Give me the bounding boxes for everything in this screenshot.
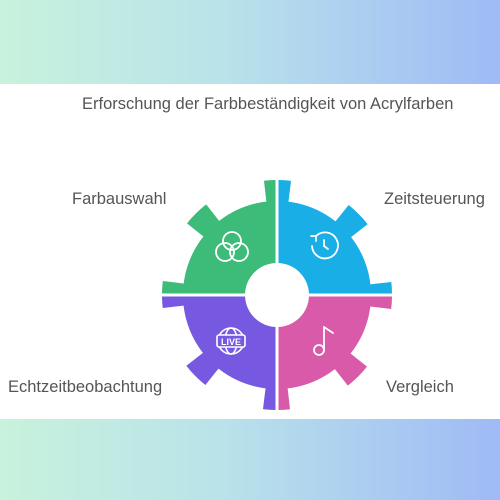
- diagram-title: Erforschung der Farbbeständigkeit von Ac…: [82, 95, 454, 113]
- gear-segment-echtzeitbeobachtung: [162, 295, 277, 410]
- top-gradient-band: [0, 0, 500, 84]
- label-farbauswahl: Farbauswahl: [72, 190, 167, 208]
- gear-segment-farbauswahl: [162, 180, 277, 295]
- label-echtzeitbeobachtung: Echtzeitbeobachtung: [8, 378, 163, 396]
- live-globe-icon: [216, 327, 246, 355]
- music-note-icon: [313, 326, 334, 356]
- gear-segment-vergleich: [277, 295, 392, 410]
- label-zeitsteuerung: Zeitsteuerung: [384, 190, 485, 208]
- bottom-gradient-band: [0, 419, 500, 500]
- live-badge-text: LIVE: [221, 337, 241, 347]
- label-vergleich: Vergleich: [386, 378, 454, 396]
- clock-history-icon: [310, 231, 339, 260]
- three-circles-icon: [215, 231, 249, 262]
